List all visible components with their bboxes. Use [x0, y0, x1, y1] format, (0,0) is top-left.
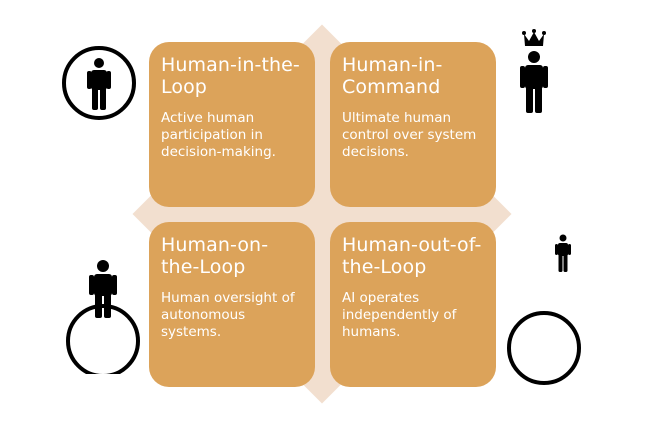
- quadrant-title: Human-on-the-Loop: [161, 234, 269, 278]
- person-on-circle-icon: [66, 260, 140, 374]
- empty-circle-icon: [507, 311, 581, 385]
- quadrant-description: Active human participation in decision-m…: [161, 110, 276, 160]
- quadrant-human-on-the-loop: Human-on-the-Loop Human oversight of aut…: [149, 222, 315, 387]
- quadrant-description: AI operates independently of humans.: [342, 290, 457, 340]
- quadrant-human-out-of-the-loop: Human-out-of-the-Loop AI operates indepe…: [330, 222, 496, 387]
- quadrant-description: Human oversight of autonomous systems.: [161, 290, 295, 340]
- quadrant-title: Human-in-the-Loop: [161, 54, 300, 98]
- person-in-circle-icon: [62, 46, 136, 120]
- crowned-person-icon: [520, 29, 548, 113]
- quadrant-human-in-command: Human-in-Command Ultimate human control …: [330, 42, 496, 207]
- quadrant-human-in-the-loop: Human-in-the-Loop Active human participa…: [149, 42, 315, 207]
- quadrant-description: Ultimate human control over system decis…: [342, 110, 477, 160]
- small-person-icon: [555, 234, 571, 272]
- quadrant-title: Human-in-Command: [342, 54, 443, 98]
- quadrant-title: Human-out-of-the-Loop: [342, 234, 482, 278]
